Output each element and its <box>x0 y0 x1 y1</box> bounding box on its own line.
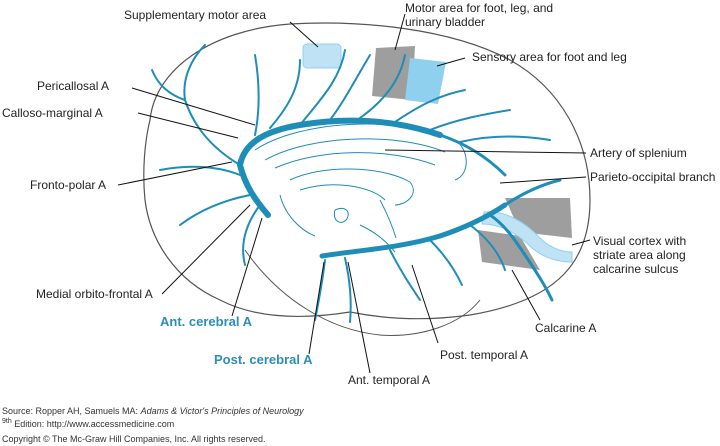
label-calcarine: Calcarine A <box>535 321 597 335</box>
label-ant-temporal: Ant. temporal A <box>348 373 431 387</box>
label-visual-cortex-line3: calcarine sulcus <box>593 262 679 276</box>
label-splenium: Artery of splenium <box>590 146 687 160</box>
copyright-notice: Copyright © The Mc-Graw Hill Companies, … <box>2 434 266 444</box>
temporal-lobe-outline <box>244 249 481 336</box>
label-medial-orbito: Medial orbito-frontal A <box>36 287 153 301</box>
label-post-cerebral: Post. cerebral A <box>214 352 313 367</box>
sensory-foot-area <box>405 58 446 104</box>
label-calloso-marginal: Calloso-marginal A <box>2 106 103 120</box>
visual-gray-lower <box>478 230 540 270</box>
label-sensory-foot: Sensory area for foot and leg <box>472 50 627 64</box>
label-visual-cortex-line2: striate area along <box>593 248 686 262</box>
source-citation: Source: Ropper AH, Samuels MA: Adams & V… <box>2 406 304 416</box>
label-fronto-polar: Fronto-polar A <box>30 178 107 192</box>
striate-area <box>481 211 573 263</box>
label-pericallosal: Pericallosal A <box>37 79 110 93</box>
label-supplementary-motor: Supplementary motor area <box>124 8 267 22</box>
label-post-temporal: Post. temporal A <box>440 348 529 362</box>
label-motor-foot-line1: Motor area for foot, leg, and <box>405 1 554 15</box>
label-parieto-occipital: Parieto-occipital branch <box>590 170 716 184</box>
label-motor-foot-line2: urinary bladder <box>405 15 486 29</box>
brain-outline <box>143 22 591 320</box>
source-edition: 9th Edition: http://www.accessmedicine.c… <box>2 418 175 429</box>
label-ant-cerebral: Ant. cerebral A <box>160 314 252 329</box>
label-visual-cortex-line1: Visual cortex with <box>593 234 687 248</box>
supplementary-motor-area <box>302 43 342 69</box>
